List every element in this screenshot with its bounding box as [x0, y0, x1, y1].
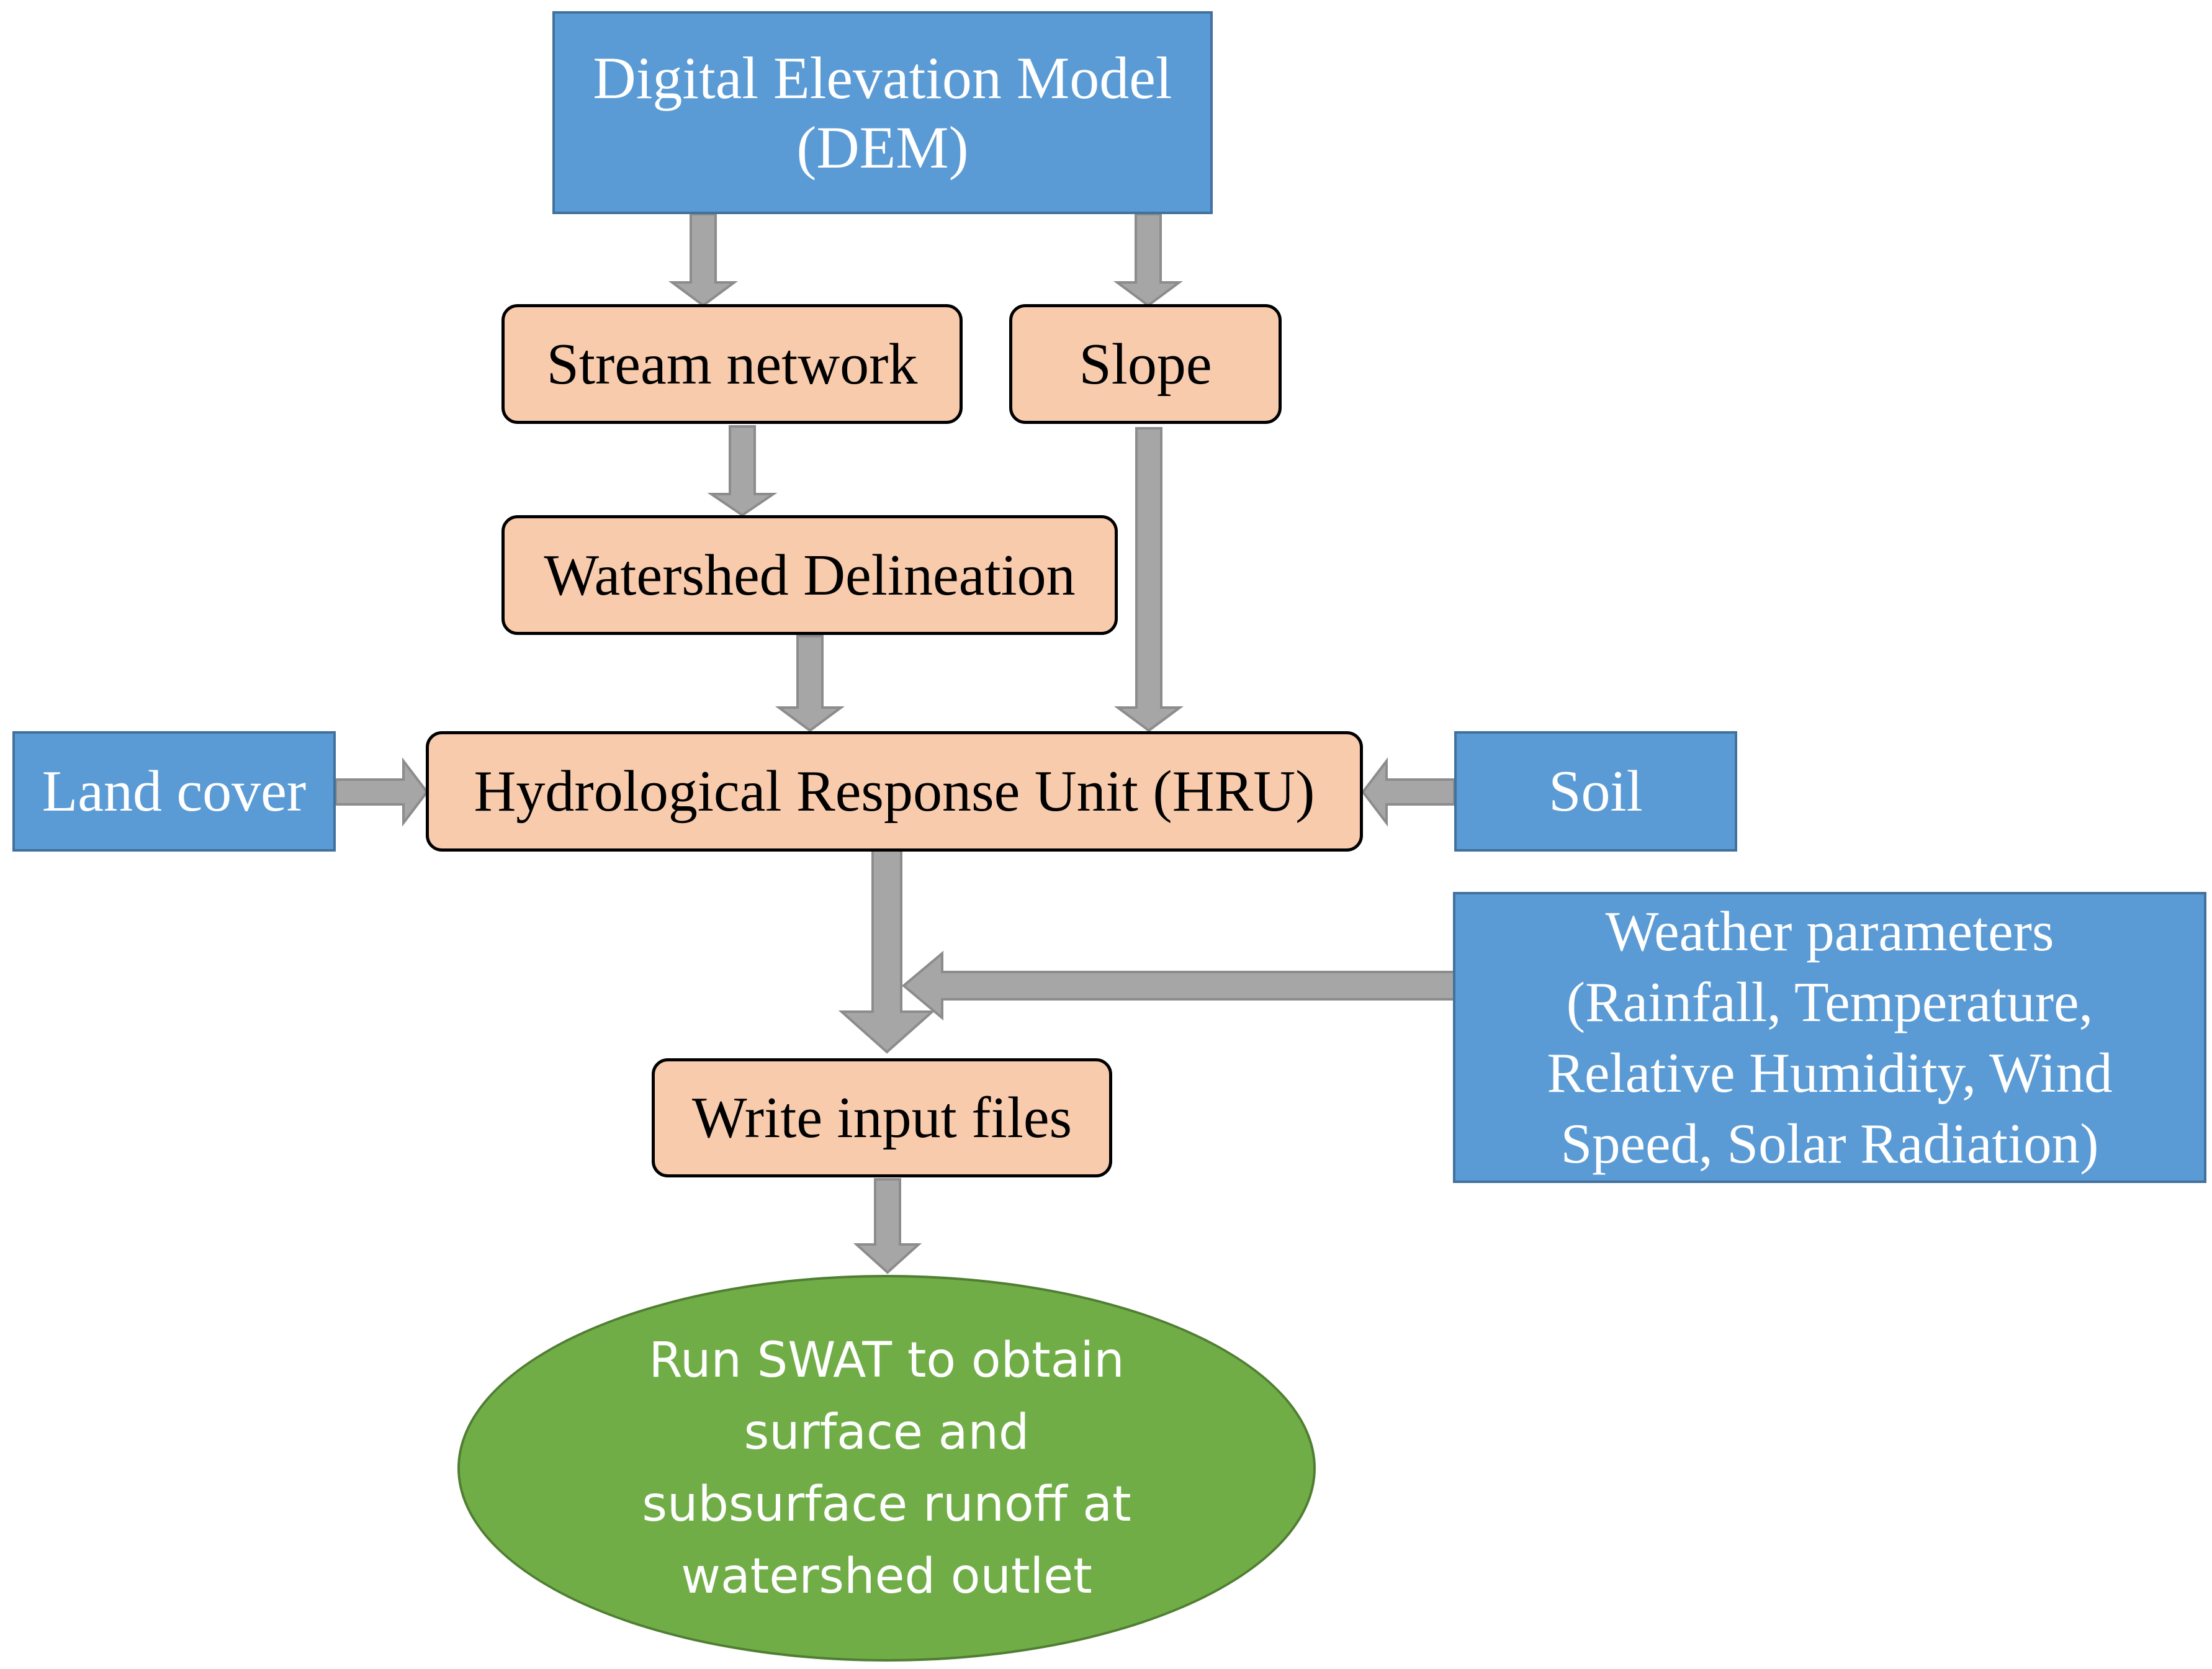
node-slope-label: Slope — [1079, 331, 1212, 397]
node-weather-parameters: Weather parameters (Rainfall, Temperatur… — [1453, 892, 2206, 1183]
node-stream-network-label: Stream network — [546, 331, 918, 397]
node-stream-network: Stream network — [501, 304, 963, 424]
node-land-cover-label: Land cover — [42, 759, 307, 824]
arrow-hru-to-write — [838, 849, 936, 1054]
node-watershed-delineation-label: Watershed Delineation — [544, 542, 1076, 608]
node-run-swat: Run SWAT to obtain surface and subsurfac… — [457, 1275, 1316, 1662]
node-run-swat-line-1: Run SWAT to obtain — [649, 1332, 1125, 1388]
node-slope: Slope — [1009, 304, 1282, 424]
node-hru-label: Hydrological Response Unit (HRU) — [474, 759, 1315, 824]
node-weather-line-3: Relative Humidity, Wind — [1547, 1041, 2113, 1104]
node-dem-line-1: Digital Elevation Model — [593, 44, 1172, 111]
node-land-cover: Land cover — [12, 731, 336, 852]
arrow-dem-to-stream — [668, 213, 739, 307]
node-run-swat-line-3: subsurface runoff at — [642, 1476, 1131, 1532]
node-dem: Digital Elevation Model (DEM) — [552, 11, 1213, 214]
node-write-input-files: Write input files — [652, 1058, 1112, 1177]
node-hru: Hydrological Response Unit (HRU) — [426, 731, 1363, 852]
arrow-slope-to-hru — [1113, 427, 1184, 732]
arrow-landcover-to-hru — [335, 757, 429, 827]
arrow-soil-to-hru — [1361, 757, 1455, 827]
arrow-write-to-run — [853, 1178, 922, 1274]
arrow-weather-to-write — [901, 950, 1455, 1021]
arrow-stream-to-watershed — [707, 425, 778, 517]
node-weather-line-1: Weather parameters — [1605, 899, 2054, 963]
node-watershed-delineation: Watershed Delineation — [501, 515, 1118, 635]
node-soil-label: Soil — [1549, 759, 1643, 824]
node-run-swat-line-2: surface and — [744, 1404, 1030, 1460]
node-dem-line-2: (DEM) — [796, 114, 969, 181]
node-write-input-files-label: Write input files — [691, 1086, 1072, 1150]
node-run-swat-line-4: watershed outlet — [681, 1548, 1092, 1604]
arrow-watershed-to-hru — [775, 635, 845, 732]
node-weather-line-2: (Rainfall, Temperature, — [1566, 970, 2093, 1033]
node-weather-line-4: Speed, Solar Radiation) — [1560, 1112, 2099, 1175]
node-soil: Soil — [1454, 731, 1737, 852]
arrow-dem-to-slope — [1113, 213, 1184, 307]
